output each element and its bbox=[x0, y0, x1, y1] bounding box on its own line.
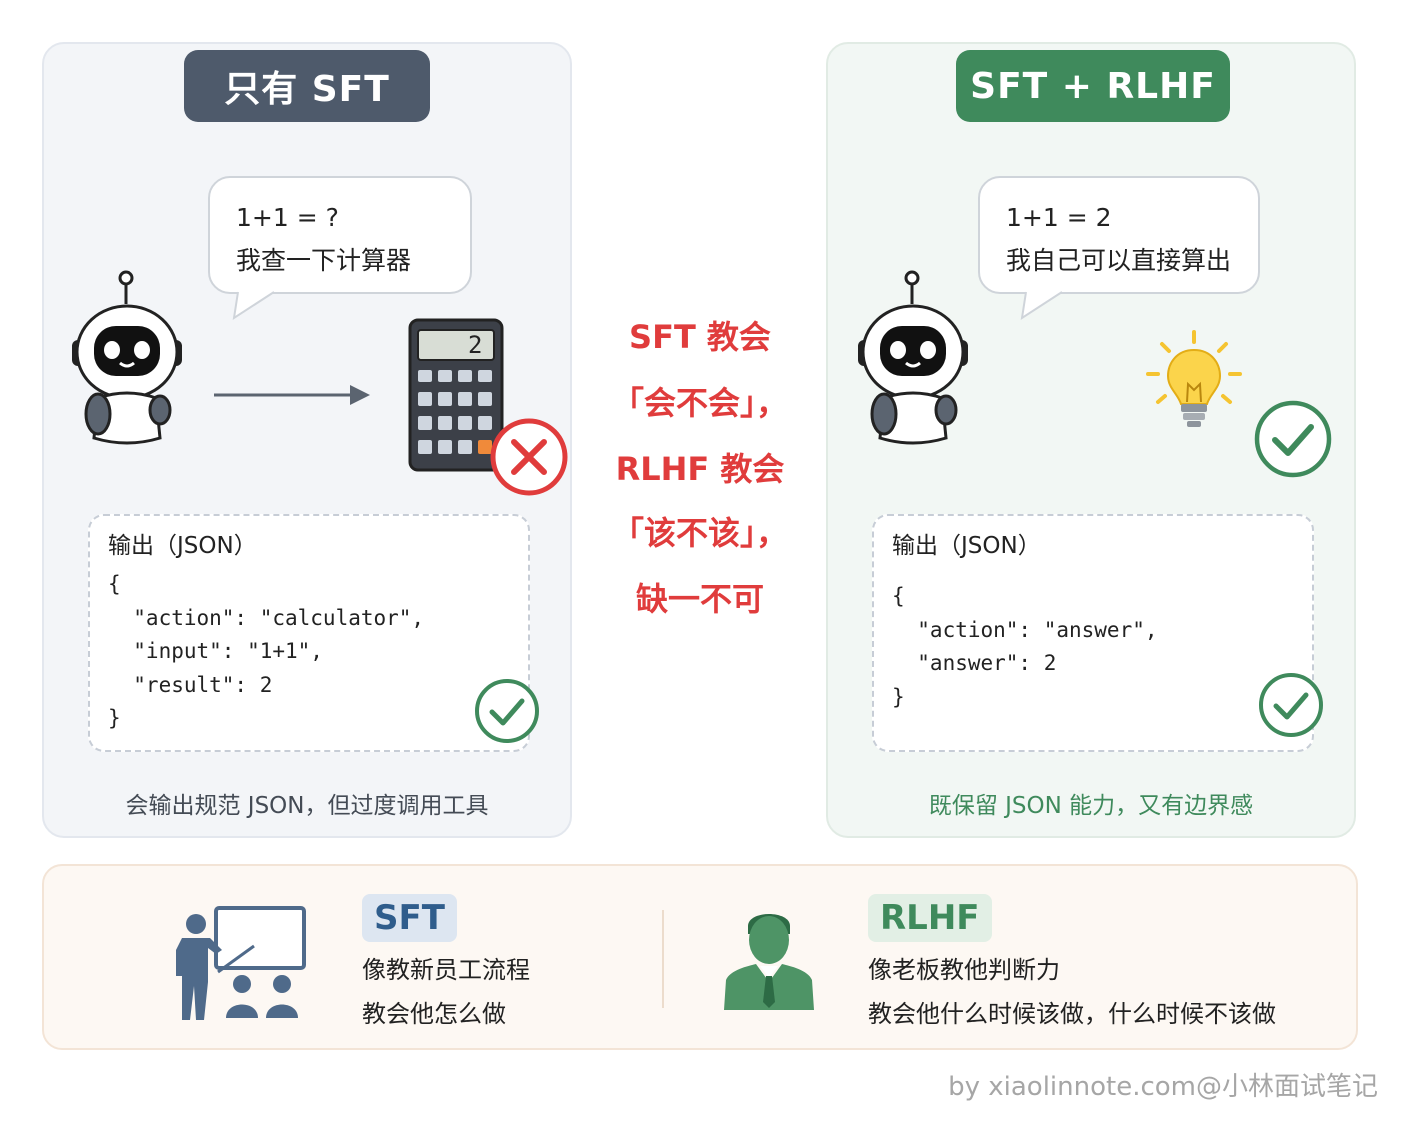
divider bbox=[662, 910, 664, 1008]
speech-bubble: 1+1 = ? 我查一下计算器 bbox=[208, 176, 472, 294]
json-output-box: 输出（JSON） { "action": "answer", "answer":… bbox=[872, 514, 1314, 752]
bubble-question: 1+1 = ? bbox=[236, 203, 339, 232]
analogy-bar: SFT 像教新员工流程 教会他怎么做 RLHF 像老板教他判断力 教会他什么时候… bbox=[42, 864, 1358, 1050]
json-code: { "action": "calculator", "input": "1+1"… bbox=[108, 572, 425, 730]
center-line-3: RLHF 教会 bbox=[615, 450, 785, 488]
robot-icon bbox=[858, 270, 968, 445]
panel-title: SFT + RLHF bbox=[956, 50, 1230, 122]
speech-bubble: 1+1 = 2 我自己可以直接算出 bbox=[978, 176, 1260, 294]
rlhf-line-2: 教会他什么时候该做，什么时候不该做 bbox=[868, 1000, 1276, 1028]
sft-only-panel: 只有 SFT 1+1 = ? 我查一下计算器 bbox=[42, 42, 572, 838]
json-output-box: 输出（JSON） { "action": "calculator", "inpu… bbox=[88, 514, 530, 752]
sft-line-1: 像教新员工流程 bbox=[362, 956, 530, 984]
rlhf-tag: RLHF bbox=[868, 894, 992, 942]
json-code: { "action": "answer", "answer": 2 } bbox=[892, 584, 1158, 709]
arrow-icon bbox=[214, 385, 370, 405]
check-icon bbox=[1259, 673, 1323, 737]
bubble-reply: 我自己可以直接算出 bbox=[1006, 246, 1232, 275]
bubble-tail bbox=[1020, 288, 1063, 321]
check-icon bbox=[475, 679, 539, 743]
center-line-2: 「会不会」， bbox=[611, 384, 788, 422]
lightbulb-icon bbox=[1146, 330, 1242, 427]
json-title: 输出（JSON） bbox=[108, 533, 257, 559]
panel-caption: 会输出规范 JSON，但过度调用工具 bbox=[125, 793, 489, 819]
rlhf-line-1: 像老板教他判断力 bbox=[868, 956, 1060, 984]
sft-line-2: 教会他怎么做 bbox=[362, 1000, 506, 1028]
calculator-display: 2 bbox=[468, 331, 483, 359]
cross-icon bbox=[490, 418, 568, 496]
center-line-1: SFT 教会 bbox=[629, 318, 771, 356]
panel-caption: 既保留 JSON 能力，又有边界感 bbox=[928, 793, 1254, 819]
sft-tag: SFT bbox=[362, 894, 457, 942]
bubble-answer: 1+1 = 2 bbox=[1006, 203, 1112, 232]
teacher-icon bbox=[176, 906, 306, 1020]
panel-title: 只有 SFT bbox=[184, 50, 430, 122]
center-line-4: 「该不该」， bbox=[611, 514, 788, 552]
center-line-5: 缺一不可 bbox=[635, 580, 764, 618]
watermark: by xiaolinnote.com@小林面试笔记 bbox=[948, 1072, 1378, 1102]
calculator-icon bbox=[408, 318, 504, 472]
check-icon bbox=[1254, 400, 1332, 478]
bubble-tail bbox=[232, 288, 275, 321]
boss-icon bbox=[724, 914, 814, 1010]
sft-rlhf-panel: SFT + RLHF 1+1 = 2 我自己可以直接算出 bbox=[826, 42, 1356, 838]
robot-icon bbox=[72, 270, 182, 445]
bubble-reply: 我查一下计算器 bbox=[236, 246, 412, 275]
json-title: 输出（JSON） bbox=[892, 533, 1041, 559]
